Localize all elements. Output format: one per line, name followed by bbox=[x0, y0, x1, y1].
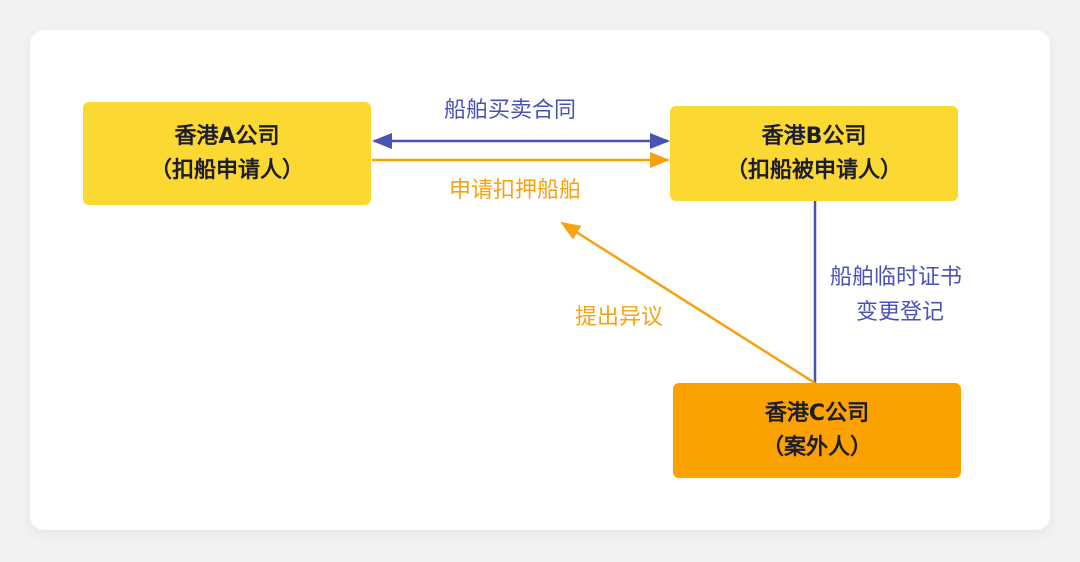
node-a-role: （扣船申请人） bbox=[149, 157, 304, 183]
node-hk-company-a: 香港A公司 （扣船申请人） bbox=[83, 102, 371, 205]
node-hk-company-b: 香港B公司 （扣船被申请人） bbox=[670, 106, 958, 201]
arrest-label: 申请扣押船舶 bbox=[449, 178, 582, 203]
objection-arrow bbox=[560, 221, 816, 385]
node-c-name: 香港C公司 bbox=[764, 400, 870, 426]
objection-label: 提出异议 bbox=[575, 305, 664, 330]
certificate-label-line2: 变更登记 bbox=[856, 300, 945, 325]
node-b-name: 香港B公司 bbox=[761, 123, 867, 149]
certificate-label-line1: 船舶临时证书 bbox=[830, 265, 963, 290]
node-a-name: 香港A公司 bbox=[174, 123, 280, 149]
contract-label: 船舶买卖合同 bbox=[444, 98, 577, 123]
node-hk-company-c: 香港C公司 （案外人） bbox=[673, 383, 961, 478]
node-c-role: （案外人） bbox=[761, 434, 872, 460]
node-b-role: （扣船被申请人） bbox=[725, 157, 902, 183]
